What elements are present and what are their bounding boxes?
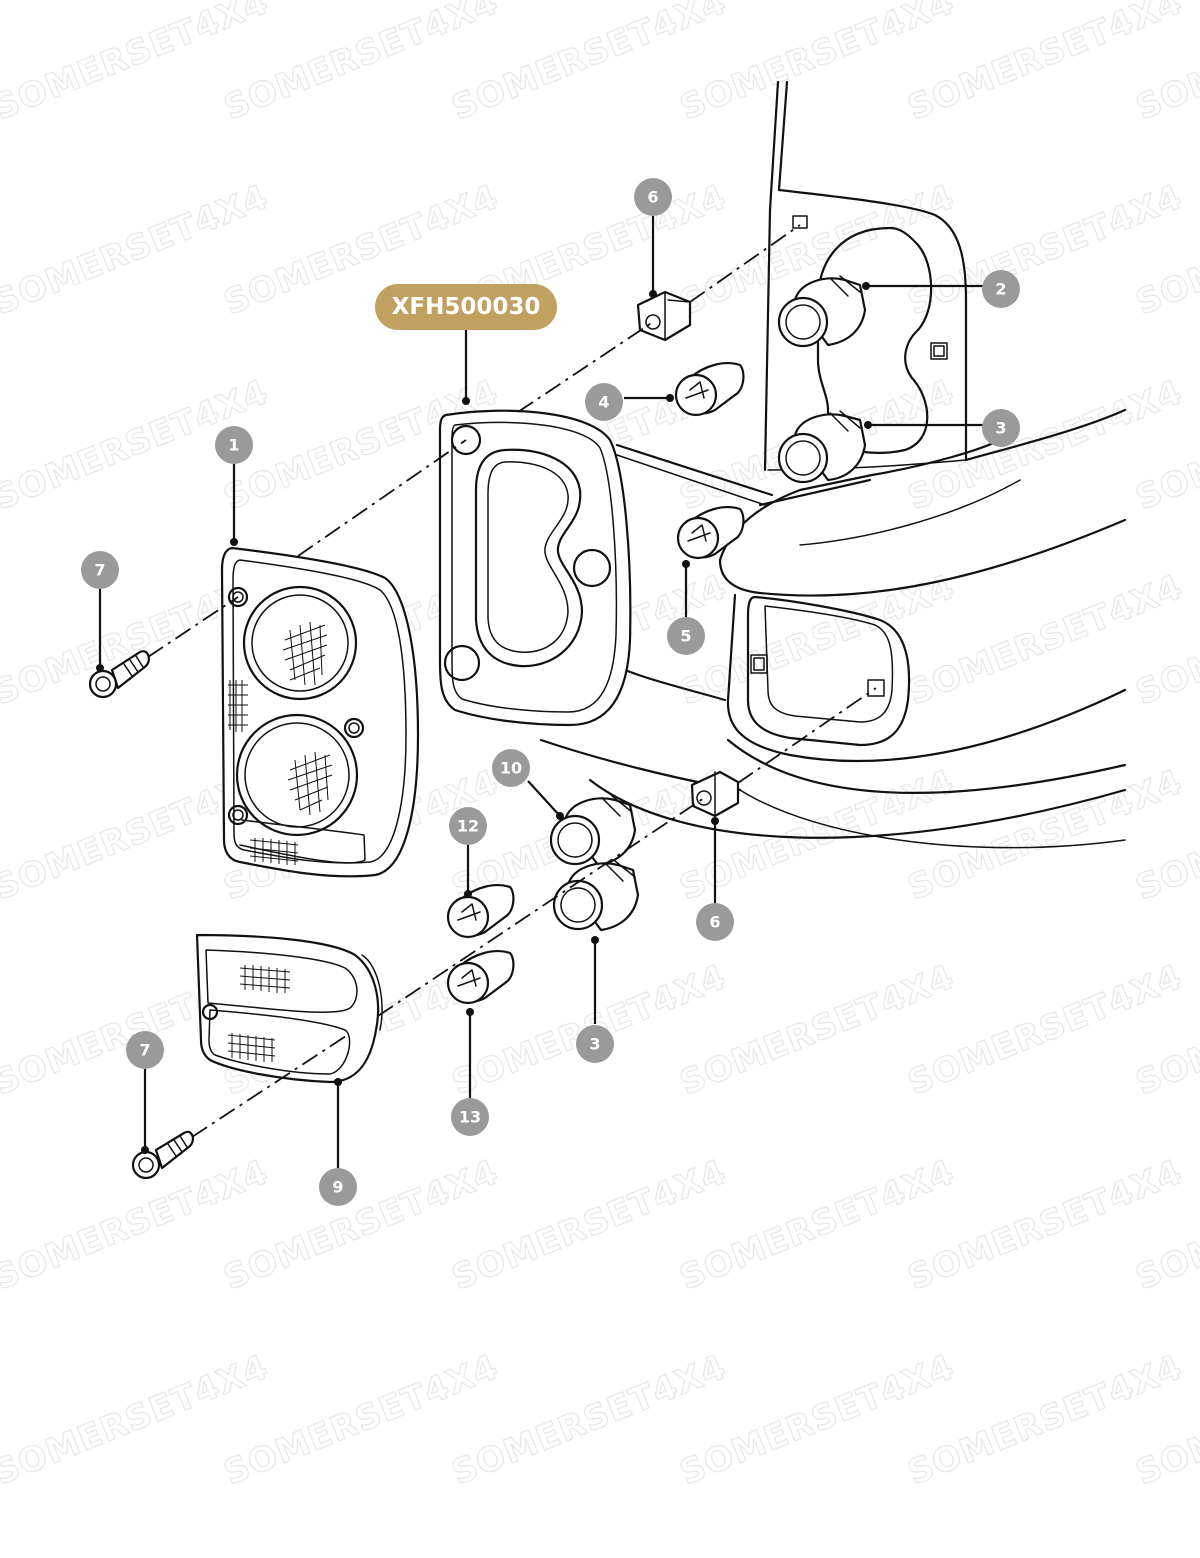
svg-text:6: 6 [709,913,720,932]
svg-text:4: 4 [598,393,609,412]
callout-7-upper[interactable]: 7 [81,551,119,589]
vehicle-body [539,80,1127,849]
callout-13[interactable]: 13 [451,1098,489,1136]
svg-text:7: 7 [139,1041,150,1060]
gasket [438,409,632,727]
callout-1[interactable]: 1 [215,426,253,464]
svg-text:7: 7 [94,561,105,580]
svg-text:5: 5 [680,627,691,646]
svg-text:6: 6 [647,188,658,207]
lower-lamp [195,933,383,1084]
assembly-lines [147,224,877,1138]
svg-text:13: 13 [459,1108,481,1127]
callout-6-upper[interactable]: 6 [634,178,672,216]
callout-7-lower[interactable]: 7 [126,1031,164,1069]
callout-3-upper[interactable]: 3 [982,409,1020,447]
callout-5[interactable]: 5 [667,617,705,655]
leader-lines [98,216,1000,1168]
bulb-5 [676,505,745,560]
screw-upper [88,650,150,699]
callout-2[interactable]: 2 [982,270,1020,308]
bulb-12 [446,883,515,939]
clip-upper [636,290,692,342]
callout-12[interactable]: 12 [449,807,487,845]
bulb-holder-3-upper [777,410,867,484]
svg-text:1: 1 [228,436,239,455]
svg-text:9: 9 [332,1178,343,1197]
svg-text:2: 2 [995,280,1006,299]
callout-3-lower[interactable]: 3 [576,1025,614,1063]
callout-6-lower[interactable]: 6 [696,903,734,941]
part-number-badge[interactable]: XFH500030 [375,284,557,330]
screw-lower [131,1130,194,1180]
bulb-holder-3-lower [552,860,640,932]
svg-text:3: 3 [589,1035,600,1054]
bulb-holder-2 [777,275,867,348]
svg-text:10: 10 [500,759,522,778]
svg-text:3: 3 [995,419,1006,438]
callout-9[interactable]: 9 [319,1168,357,1206]
watermark-layer: SOMERSET4X4SOMERSET4X4SOMERSET4X4SOMERSE… [0,0,1200,1494]
rear-lamp [220,546,420,878]
bulb-13 [446,949,515,1005]
part-number-label: XFH500030 [392,294,541,320]
svg-text:12: 12 [457,817,479,836]
callout-10[interactable]: 10 [492,749,530,787]
callout-4[interactable]: 4 [585,383,623,421]
bulb-4 [674,361,745,417]
bulb-holder-10 [549,795,637,867]
leader-dots [96,282,872,1154]
